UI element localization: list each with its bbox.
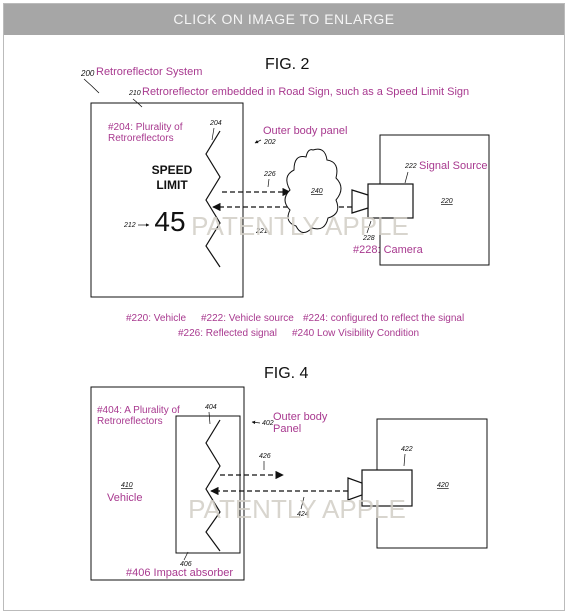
fig2-leader-200 [83, 78, 100, 94]
fig2-speed-text: SPEED [152, 163, 193, 177]
fig2-leader-226 [267, 178, 270, 188]
fig4-leader-424 [300, 496, 305, 510]
fig2-ref-228: 228 [362, 235, 375, 242]
fig2-ref-220: 220 [440, 198, 453, 205]
fig2-ref-212: 212 [123, 222, 136, 229]
fig4-leader-402 [251, 420, 261, 425]
fig2-leader-222 [404, 171, 409, 184]
fig4-retro-label-2: Retroreflectors [97, 416, 163, 427]
watermark-fig4: PATENTLY APPLE [188, 494, 406, 524]
fig2-camera-label: #228: Camera [353, 244, 424, 256]
fig4-ref-422: 422 [401, 446, 413, 453]
fig2-speed-value: 45 [154, 206, 185, 237]
fig2-low-visibility-cloud [284, 148, 342, 233]
fig2-limit-text: LIMIT [156, 178, 188, 192]
fig2-ref-240: 240 [310, 188, 323, 195]
fig4-leader-422 [403, 453, 406, 467]
fig2-legend-reflected-signal: #226: Reflected signal [178, 328, 277, 339]
fig4-impact-label: #406 Impact absorber [126, 567, 233, 579]
fig4-outer-panel-2: Panel [273, 423, 301, 435]
fig4-title: FIG. 4 [264, 365, 309, 382]
fig2-leader-204 [211, 127, 215, 141]
patent-figure-image[interactable] [3, 36, 565, 613]
fig2-leader-228 [366, 220, 372, 234]
fig2-outer-panel-label: Outer body panel [263, 125, 347, 137]
fig2-signal-source-label: Signal Source [419, 160, 488, 172]
fig4-ref-402: 402 [262, 420, 274, 427]
fig2-leader-202 [254, 139, 262, 144]
fig2-legend-low-visibility: #240 Low Visibility Condition [292, 328, 419, 339]
fig4-retroreflectors [205, 419, 221, 552]
enlarge-banner[interactable]: CLICK ON IMAGE TO ENLARGE [3, 3, 565, 35]
fig2-ref-204: 204 [209, 120, 222, 127]
fig4-ref-404: 404 [205, 404, 217, 411]
fig4-ref-420: 420 [437, 482, 449, 489]
fig4-ref-410: 410 [121, 482, 133, 489]
fig4-vehicle-label: Vehicle [107, 492, 142, 504]
fig2-ref-222: 222 [404, 163, 417, 170]
fig2-ref-210: 210 [128, 90, 141, 97]
fig4-retro-label-1: #404: A Plurality of [97, 405, 180, 416]
fig2-road-sign [90, 102, 244, 298]
fig2-retro-label-2: Retroreflectors [108, 133, 174, 144]
fig2-legend-vehicle: #220: Vehicle [126, 313, 186, 324]
fig4-ref-424: 424 [297, 511, 309, 518]
fig4-impact-absorber [175, 415, 241, 554]
fig4-ref-426: 426 [259, 453, 271, 460]
fig2-ref-221: 221 [255, 228, 268, 235]
fig2-title: FIG. 2 [265, 56, 310, 73]
fig4-ref-406: 406 [180, 561, 192, 568]
fig2-ref-226: 226 [263, 171, 276, 178]
fig2-legend-vehicle-source: #222: Vehicle source [201, 313, 294, 324]
fig2-retro-label-1: #204: Plurality of [108, 122, 183, 133]
watermark-fig2: PATENTLY APPLE [191, 211, 409, 241]
fig2-ref-200: 200 [80, 69, 95, 78]
fig4-outer-panel-1: Outer body [273, 411, 328, 423]
fig2-legend-reflect: #224: configured to reflect the signal [303, 313, 464, 324]
fig4-camera-body [361, 469, 413, 507]
fig4-camera-lens [347, 477, 363, 501]
fig2-ref-202: 202 [263, 139, 276, 146]
fig2-sign-label: Retroreflector embedded in Road Sign, su… [142, 86, 469, 98]
fig4-leader-406 [183, 551, 189, 561]
fig2-camera-lens [351, 189, 369, 214]
fig4-vehicle-box [90, 386, 245, 581]
fig4-leader-404 [208, 411, 211, 425]
fig2-system-label: Retroreflector System [96, 66, 202, 78]
fig2-retroreflectors [205, 130, 221, 268]
